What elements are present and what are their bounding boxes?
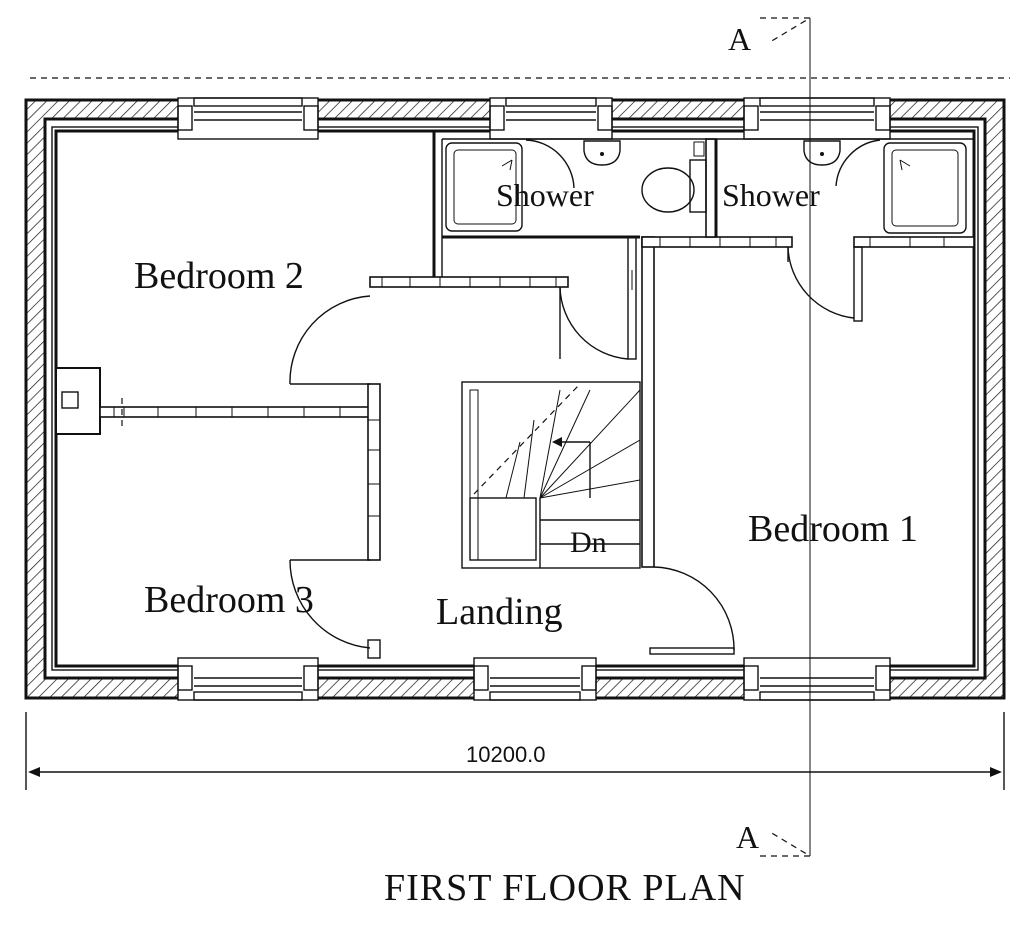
outer-wall: [24, 98, 1006, 700]
drawing-title: FIRST FLOOR PLAN: [384, 867, 746, 909]
sanitary-fittings: [445, 140, 967, 234]
chimney-breast: [55, 367, 101, 435]
section-marker-bottom: A: [736, 819, 759, 855]
room-label-landing: Landing: [436, 591, 563, 633]
room-label-shower-left: Shower: [496, 177, 594, 213]
staircase: [461, 381, 641, 569]
section-marker-top: A: [728, 21, 751, 57]
room-label-bedroom-2: Bedroom 2: [134, 255, 304, 297]
internal-walls: [99, 131, 975, 659]
section-line: [760, 17, 813, 857]
dimension-line: [25, 712, 1005, 790]
overall-dimension: 10200.0: [466, 742, 546, 767]
room-label-bedroom-3: Bedroom 3: [144, 579, 314, 621]
stairs-down-label: Dn: [570, 526, 607, 559]
room-label-bedroom-1: Bedroom 1: [748, 508, 918, 550]
doors: [289, 139, 881, 655]
room-label-shower-right: Shower: [722, 177, 820, 213]
